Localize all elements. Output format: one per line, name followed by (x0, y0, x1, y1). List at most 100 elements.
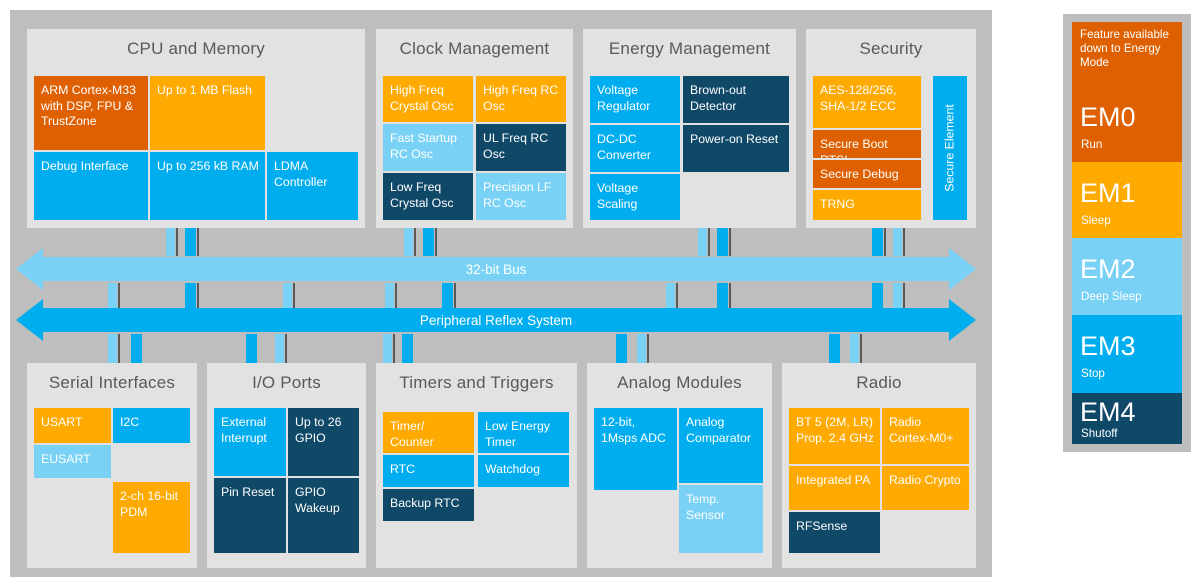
legend-item-em0[interactable]: Feature available down to Energy Mode EM… (1072, 22, 1182, 162)
block-hf-crystal-osc[interactable]: High Freq Crystal Osc (383, 76, 473, 122)
connector-stub (131, 334, 142, 363)
block-secure-element[interactable]: Secure Element (933, 76, 967, 220)
block-voltage-scaling[interactable]: Voltage Scaling (590, 174, 680, 220)
legend-item-em1[interactable]: EM1 Sleep (1072, 162, 1182, 238)
legend-em-name: Stop (1081, 367, 1105, 380)
connector-stub (616, 334, 627, 363)
connector-line (708, 228, 710, 256)
connector-stub (108, 334, 117, 363)
connector-line (729, 228, 731, 256)
connector-stub (185, 228, 196, 256)
connector-line (118, 283, 120, 308)
block-adc[interactable]: 12-bit, 1Msps ADC (594, 408, 677, 490)
connector-stub (717, 283, 728, 308)
block-lf-crystal-osc[interactable]: Low Freq Crystal Osc (383, 173, 473, 220)
connector-line (118, 334, 120, 363)
legend-em-label: EM1 (1080, 178, 1136, 208)
connector-stub (283, 283, 292, 308)
block-arm-cortex-m33[interactable]: ARM Cortex-M33 with DSP, FPU & TrustZone (34, 76, 148, 150)
connector-line (435, 228, 437, 256)
block-temp-sensor[interactable]: Temp. Sensor (679, 485, 763, 553)
legend-item-em3[interactable]: EM3 Stop (1072, 315, 1182, 393)
block-dc-dc-converter[interactable]: DC-DC Converter (590, 125, 680, 172)
section-title: Security (859, 39, 923, 58)
connector-stub (717, 228, 728, 256)
block-radio-crypto[interactable]: Radio Crypto (882, 466, 969, 510)
block-precision-lf-rc-osc[interactable]: Precision LF RC Osc (476, 173, 566, 220)
block-ram[interactable]: Up to 256 kB RAM (150, 152, 265, 220)
connector-stub (893, 283, 902, 308)
block-radio-cortex-m0[interactable]: Radio Cortex-M0+ (882, 408, 969, 464)
legend-em-label: EM2 (1080, 254, 1136, 284)
bus-arrow-right (949, 248, 976, 290)
block-voltage-regulator[interactable]: Voltage Regulator (590, 76, 680, 123)
block-hf-rc-osc[interactable]: High Freq RC Osc (476, 76, 566, 122)
connector-line (395, 283, 397, 308)
connector-stub (666, 283, 675, 308)
connector-stub (829, 334, 840, 363)
block-i2c[interactable]: I2C (113, 408, 190, 443)
block-watchdog[interactable]: Watchdog (478, 455, 569, 487)
connector-stub (185, 283, 196, 308)
prs-arrow-right (949, 299, 976, 341)
block-power-on-reset[interactable]: Power-on Reset (683, 125, 789, 172)
block-trng[interactable]: TRNG (813, 190, 921, 220)
block-integrated-pa[interactable]: Integrated PA (789, 466, 880, 510)
connector-stub (383, 334, 392, 363)
section-title: Timers and Triggers (399, 373, 554, 392)
connector-line (393, 334, 395, 363)
block-low-energy-timer[interactable]: Low Energy Timer (478, 412, 569, 453)
connector-line (197, 283, 199, 308)
block-pin-reset[interactable]: Pin Reset (214, 478, 286, 553)
block-eusart[interactable]: EUSART (34, 445, 111, 478)
connector-stub (893, 228, 902, 256)
connector-line (729, 283, 731, 308)
block-gpio[interactable]: Up to 26 GPIO (288, 408, 359, 476)
connector-line (414, 228, 416, 256)
legend-em-name: Run (1081, 138, 1103, 151)
connector-stub (423, 228, 434, 256)
block-ul-freq-rc-osc[interactable]: UL Freq RC Osc (476, 124, 566, 171)
connector-stub (246, 334, 257, 363)
block-flash[interactable]: Up to 1 MB Flash (150, 76, 265, 150)
block-aes-sha-ecc[interactable]: AES-128/256, SHA-1/2 ECC (813, 76, 921, 128)
connector-stub (872, 283, 883, 308)
block-bt5[interactable]: BT 5 (2M, LR) Prop. 2.4 GHz (789, 408, 880, 464)
connector-stub (637, 334, 646, 363)
block-secure-boot-rtsl[interactable]: Secure Boot RTSL (813, 130, 921, 158)
connector-stub (872, 228, 883, 256)
connector-line (293, 283, 295, 308)
connector-line (676, 283, 678, 308)
block-gpio-wakeup[interactable]: GPIO Wakeup (288, 478, 359, 553)
block-usart[interactable]: USART (34, 408, 111, 443)
block-rfsense[interactable]: RFSense (789, 512, 880, 553)
block-analog-comparator[interactable]: Analog Comparator (679, 408, 763, 483)
connector-stub (698, 228, 707, 256)
block-timer-counter[interactable]: Timer/ Counter (383, 412, 474, 453)
block-ldma-controller[interactable]: LDMA Controller (267, 152, 358, 220)
bus-arrow-left (16, 248, 43, 290)
connector-line (903, 228, 905, 256)
connector-stub (402, 334, 413, 363)
bus-32bit: 32-bit Bus (16, 248, 976, 290)
block-debug-interface[interactable]: Debug Interface (34, 152, 148, 220)
legend-em-name: Shutoff (1081, 427, 1118, 440)
connector-stub (850, 334, 859, 363)
section-title: Analog Modules (617, 373, 742, 392)
legend-item-em4[interactable]: EM4 Shutoff (1072, 393, 1182, 444)
legend-item-em2[interactable]: EM2 Deep Sleep (1072, 238, 1182, 315)
section-title: Serial Interfaces (48, 373, 176, 392)
block-fast-startup-rc-osc[interactable]: Fast Startup RC Osc (383, 124, 473, 171)
prs-arrow-left (16, 299, 43, 341)
connector-stub (404, 228, 413, 256)
connector-line (860, 334, 862, 363)
bus-32bit-label: 32-bit Bus (465, 261, 527, 277)
block-rtc[interactable]: RTC (383, 455, 474, 487)
block-brown-out-detector[interactable]: Brown-out Detector (683, 76, 789, 123)
connector-line (884, 228, 886, 256)
block-secure-debug[interactable]: Secure Debug (813, 160, 921, 188)
block-external-interrupt[interactable]: External Interrupt (214, 408, 286, 476)
block-pdm[interactable]: 2-ch 16-bit PDM (113, 482, 190, 553)
block-backup-rtc[interactable]: Backup RTC (383, 489, 474, 521)
